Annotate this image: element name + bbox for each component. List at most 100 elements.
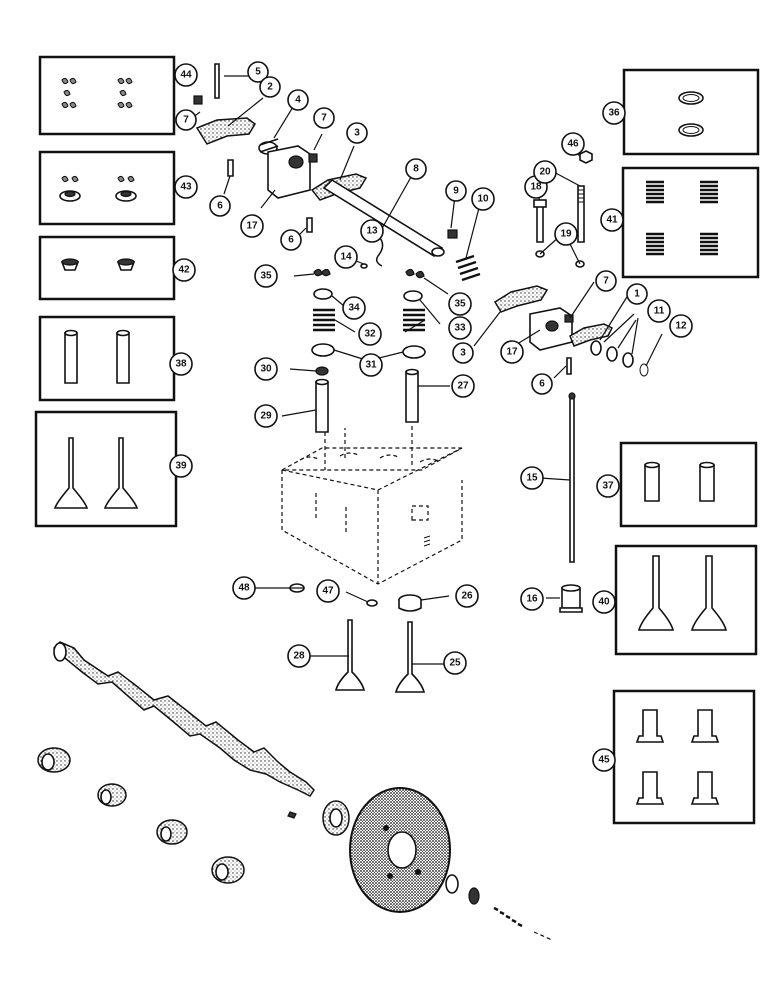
callout-number: 45 (598, 755, 610, 766)
callout-10: 10 (471, 187, 495, 211)
callout-2: 2 (259, 76, 281, 98)
callout-circle (626, 283, 648, 305)
callout-8: 8 (405, 158, 427, 180)
callout-number: 48 (238, 583, 250, 594)
pin-6-right (566, 357, 572, 375)
callout-circle (520, 587, 544, 611)
callout-number: 37 (602, 481, 614, 492)
kit-box-38 (38, 315, 176, 402)
kit-box-40 (614, 544, 758, 656)
callout-40: 40 (592, 590, 616, 614)
nut-9 (447, 229, 458, 239)
callout-number: 17 (506, 347, 518, 358)
cam-bearing-4 (211, 856, 245, 884)
callout-circle (455, 584, 479, 608)
callout-circle (287, 644, 311, 668)
spring-seat-31-right (402, 345, 426, 359)
callout-11: 11 (647, 299, 671, 323)
callout-circle (592, 748, 616, 772)
callout-17: 17 (500, 340, 524, 364)
callout-number: 17 (246, 221, 258, 232)
washer-14 (360, 263, 368, 269)
callout-circle (254, 404, 278, 428)
callout-circle (520, 466, 544, 490)
callout-circle (346, 122, 368, 144)
callout-circle (448, 316, 472, 340)
kit-box-41 (621, 166, 760, 279)
callout-circle (175, 109, 197, 131)
callout-number: 32 (364, 329, 376, 340)
callout-5: 5 (247, 61, 269, 83)
callout-circle (287, 89, 309, 111)
callout-circle (169, 454, 193, 478)
kit-box-39 (34, 410, 178, 528)
callout-7: 7 (175, 109, 197, 131)
callout-41: 41 (600, 208, 624, 232)
cam-bearing-1 (37, 747, 71, 773)
callout-circle (554, 222, 578, 246)
callout-number: 10 (477, 194, 489, 205)
nut-7-upper-left (193, 95, 203, 105)
gear-washer (445, 874, 459, 894)
callout-circle (174, 175, 198, 199)
callout-34: 34 (342, 296, 366, 320)
valve-28 (334, 619, 366, 691)
callout-circle (592, 590, 616, 614)
callout-number: 16 (526, 594, 538, 605)
callout-number: 44 (180, 70, 192, 81)
retainer-34 (313, 288, 333, 300)
cam-bearing-3 (156, 819, 188, 845)
gear-bolt (493, 906, 553, 941)
callout-circle (452, 342, 474, 364)
callout-number: 8 (413, 164, 419, 175)
key (287, 811, 297, 819)
keepers-35-right (405, 268, 425, 279)
callout-43: 43 (174, 175, 198, 199)
callout-number: 19 (560, 229, 572, 240)
callout-31: 31 (359, 353, 383, 377)
callout-20: 20 (533, 160, 557, 184)
oil-tube-13 (375, 237, 384, 267)
callout-6: 6 (531, 373, 553, 395)
kit-box-43 (38, 150, 176, 226)
rocker-arm-2 (195, 117, 256, 145)
valve-guide-27 (405, 368, 419, 423)
callout-circle (334, 245, 358, 269)
callout-number: 25 (449, 658, 461, 669)
nut-46 (579, 150, 593, 164)
callout-46: 46 (561, 132, 585, 156)
callout-number: 6 (217, 201, 223, 212)
callout-circle (313, 107, 335, 129)
callout-number: 35 (454, 299, 466, 310)
callout-number: 5 (255, 67, 261, 78)
callout-circle (254, 357, 278, 381)
callout-37: 37 (596, 474, 620, 498)
callout-circle (172, 258, 196, 282)
callout-circle (451, 374, 475, 398)
callout-circle (669, 314, 693, 338)
callout-39: 39 (169, 454, 193, 478)
callout-33: 33 (448, 316, 472, 340)
snap-ring-12 (639, 363, 649, 377)
nut-7-right (564, 314, 574, 323)
callout-number: 43 (180, 182, 192, 193)
callout-number: 40 (598, 597, 610, 608)
callout-circle (443, 651, 467, 675)
callout-number: 42 (178, 265, 190, 276)
callout-circle (240, 214, 264, 238)
tappet-16 (559, 584, 583, 613)
thrust-plate (322, 800, 350, 836)
callout-7: 7 (313, 107, 335, 129)
callout-29: 29 (254, 404, 278, 428)
callout-number: 47 (322, 586, 334, 597)
seat-insert-26 (398, 594, 422, 612)
callout-number: 35 (260, 271, 272, 282)
callout-35: 35 (448, 292, 472, 316)
callout-number: 15 (526, 473, 538, 484)
callout-number: 3 (460, 348, 466, 359)
valve-25 (394, 621, 426, 693)
stud-20 (577, 185, 585, 243)
callout-number: 31 (365, 360, 377, 371)
callout-circle (259, 76, 281, 98)
